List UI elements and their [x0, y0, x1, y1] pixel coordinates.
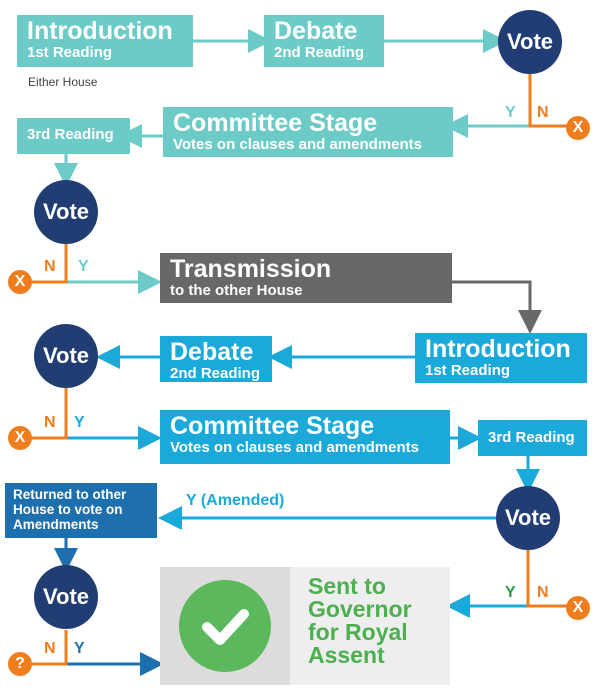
vote4-yes-label: Y [505, 584, 516, 601]
returned-box: Returned to other House to vote on Amend… [5, 483, 157, 538]
debate-subtitle-2: 2nd Reading [170, 365, 261, 382]
debate-subtitle-1: 2nd Reading [274, 44, 365, 61]
royal-assent-text: Sent to Governor for Royal Assent [308, 573, 412, 668]
third-reading-box-2: 3rd Reading [478, 420, 587, 456]
vote5-no-label: N [44, 640, 56, 657]
vote4-no-label: N [537, 584, 549, 601]
debate-title-2: Debate [170, 338, 254, 366]
house-note: Either House [28, 75, 98, 89]
transmission-box: Transmission to the other House [160, 253, 452, 303]
check-icon [179, 580, 271, 672]
vote-circle-4: Vote [496, 486, 560, 550]
vote2-no-label: N [44, 258, 56, 275]
third-reading-title-1: 3rd Reading [27, 126, 114, 143]
intro-title-2: Introduction [425, 335, 571, 363]
intro-title-1: Introduction [27, 17, 173, 45]
vote-circle-3: Vote [34, 324, 98, 388]
committee-subtitle-1: Votes on clauses and amendments [173, 136, 422, 153]
royal-assent-panel: Sent to Governor for Royal Assent [160, 567, 450, 685]
debate-box-1: Debate 2nd Reading [264, 15, 384, 67]
third-reading-box-1: 3rd Reading [17, 118, 130, 154]
intro-box-1: Introduction 1st Reading [17, 15, 193, 67]
debate-title-1: Debate [274, 17, 358, 45]
vote1-yes-label: Y [505, 104, 516, 121]
committee-title-2: Committee Stage [170, 412, 375, 440]
vote3-no-label: N [44, 414, 56, 431]
reject-icon-4: X [566, 596, 590, 620]
committee-box-1: Committee Stage Votes on clauses and ame… [163, 107, 453, 157]
committee-box-2: Committee Stage Votes on clauses and ame… [160, 410, 450, 464]
vote5-yes-label: Y [74, 640, 85, 657]
vote-circle-5: Vote [34, 565, 98, 629]
third-reading-title-2: 3rd Reading [488, 429, 575, 446]
intro-box-2: Introduction 1st Reading [415, 333, 587, 383]
vote3-yes-label: Y [74, 414, 85, 431]
intro-subtitle-2: 1st Reading [425, 362, 511, 379]
check-panel [160, 567, 290, 685]
committee-subtitle-2: Votes on clauses and amendments [170, 439, 419, 456]
debate-box-2: Debate 2nd Reading [160, 336, 272, 382]
reject-icon-3: X [8, 426, 32, 450]
committee-title-1: Committee Stage [173, 109, 378, 137]
unknown-icon: ? [8, 652, 32, 676]
transmission-title: Transmission [170, 255, 332, 283]
amended-label: Y (Amended) [186, 492, 285, 509]
reject-icon-1: X [566, 116, 590, 140]
transmission-subtitle: to the other House [170, 282, 303, 299]
vote1-no-label: N [537, 104, 549, 121]
vote-circle-2: Vote [34, 180, 98, 244]
vote-circle-1: Vote [498, 10, 562, 74]
intro-subtitle-1: 1st Reading [27, 44, 113, 61]
reject-icon-2: X [8, 270, 32, 294]
vote2-yes-label: Y [78, 258, 89, 275]
